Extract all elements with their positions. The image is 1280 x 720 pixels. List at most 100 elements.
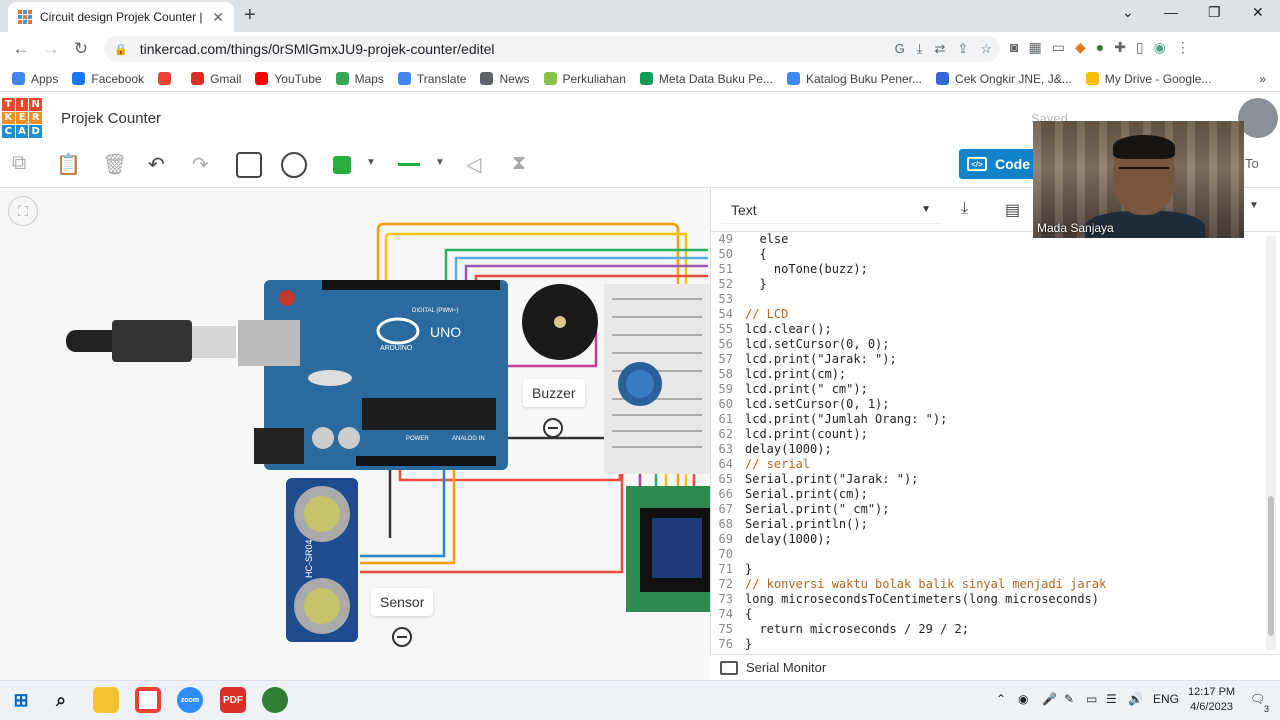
metamask-extension-icon[interactable]: ◆: [1074, 39, 1086, 55]
project-title[interactable]: Projek Counter: [61, 110, 162, 127]
screen-extension-icon[interactable]: ▦: [1028, 39, 1042, 55]
bookmark-item[interactable]: Meta Data Buku Pe...: [639, 72, 773, 86]
download-icon[interactable]: ⤓: [961, 200, 969, 217]
paste-icon[interactable]: 📋: [56, 154, 81, 176]
code-line[interactable]: 49 else: [711, 232, 1280, 247]
code-button[interactable]: </> Code: [959, 149, 1037, 179]
circuit-canvas[interactable]: UNO ARDUINO DIGITAL (PWM~) POWER ANALOG …: [0, 188, 710, 680]
bookmark-item[interactable]: My Drive - Google...: [1085, 72, 1211, 86]
forward-icon[interactable]: →: [42, 39, 60, 58]
google-icon[interactable]: G: [894, 41, 905, 56]
new-tab-icon[interactable]: +: [244, 4, 256, 26]
delete-icon[interactable]: 🗑: [102, 154, 128, 176]
code-line[interactable]: 76}: [711, 637, 1280, 652]
code-line[interactable]: 70: [711, 547, 1280, 562]
view-icon[interactable]: [281, 152, 307, 178]
green-extension-icon[interactable]: ●: [1095, 39, 1105, 55]
zoom-icon[interactable]: zoom: [177, 687, 203, 713]
code-line[interactable]: 51 noTone(buzz);: [711, 262, 1280, 277]
code-line[interactable]: 75 return microseconds / 29 / 2;: [711, 622, 1280, 637]
bookmark-item[interactable]: News: [480, 72, 530, 86]
file-explorer-icon[interactable]: [93, 687, 119, 713]
reload-icon[interactable]: ↻: [73, 39, 89, 58]
sensor-remove-icon[interactable]: [392, 627, 412, 647]
mic-icon[interactable]: 🎤: [1042, 692, 1057, 706]
code-mode-select[interactable]: Text ▼: [721, 196, 941, 224]
bookmark-item[interactable]: Translate: [397, 72, 466, 86]
bookmark-item[interactable]: Perkuliahan: [543, 72, 626, 86]
code-scrollbar[interactable]: [1266, 236, 1276, 650]
chrome-menu-icon[interactable]: ⋮: [1175, 39, 1190, 55]
flip-icon[interactable]: ◁: [466, 154, 482, 176]
bookmark-item[interactable]: Facebook: [72, 72, 144, 86]
chevron-down-icon[interactable]: ▼: [366, 157, 376, 168]
fit-view-icon[interactable]: ⛶: [8, 196, 38, 226]
buzzer-remove-icon[interactable]: [543, 418, 563, 438]
tab-search-icon[interactable]: ⌄: [1122, 4, 1134, 20]
url-bar[interactable]: 🔒 tinkercad.com/things/0rSMlGmxJU9-proje…: [104, 36, 1000, 62]
cast-extension-icon[interactable]: ▭: [1051, 39, 1065, 55]
undo-icon[interactable]: ↶: [148, 154, 165, 176]
camera-extension-icon[interactable]: ◙: [1010, 39, 1019, 55]
minimize-icon[interactable]: —: [1164, 4, 1178, 20]
code-line[interactable]: 50 {: [711, 247, 1280, 262]
sensor-label[interactable]: Sensor: [371, 588, 434, 616]
install-icon[interactable]: ⤓: [916, 41, 923, 56]
share-to-label[interactable]: To: [1245, 156, 1259, 171]
notifications-icon[interactable]: 🗨: [1250, 692, 1266, 706]
serial-monitor-bar[interactable]: Serial Monitor: [710, 654, 1280, 680]
code-line[interactable]: 52 }: [711, 277, 1280, 292]
wifi-icon[interactable]: ☰: [1106, 692, 1117, 706]
chevron-down-icon[interactable]: ▼: [435, 157, 445, 168]
chevron-up-icon[interactable]: ⌃: [996, 692, 1007, 706]
bookmark-item[interactable]: Katalog Buku Pener...: [786, 72, 922, 86]
redo-icon[interactable]: ↷: [192, 154, 209, 176]
globe-app-icon[interactable]: [262, 687, 288, 713]
wire-type-swatch[interactable]: [398, 163, 420, 166]
code-line[interactable]: 64// serial: [711, 457, 1280, 472]
user-avatar[interactable]: [1238, 98, 1278, 138]
back-icon[interactable]: ←: [12, 39, 30, 58]
bookmark-item[interactable]: [158, 72, 177, 85]
bookmark-item[interactable]: Maps: [335, 72, 384, 86]
close-tab-icon[interactable]: ✕: [212, 8, 224, 25]
buzzer-label[interactable]: Buzzer: [523, 379, 585, 407]
mirror-icon[interactable]: ⧗: [512, 152, 527, 174]
translate-icon[interactable]: ⇄: [934, 41, 946, 56]
chevron-down-icon[interactable]: ▼: [1249, 200, 1259, 211]
code-line[interactable]: 72// konversi waktu bolak balik sinyal m…: [711, 577, 1280, 592]
pen-icon[interactable]: ✎: [1064, 692, 1075, 706]
windows-start-icon[interactable]: ⊞: [13, 689, 29, 710]
chrome-icon[interactable]: [135, 687, 161, 713]
code-line[interactable]: 71}: [711, 562, 1280, 577]
search-icon[interactable]: ⌕: [55, 689, 67, 710]
profile-icon[interactable]: ◉: [1153, 39, 1166, 55]
more-bookmarks-icon[interactable]: »: [1259, 71, 1266, 86]
puzzle-extensions-icon[interactable]: ✚: [1114, 39, 1126, 55]
chrome-tray-icon[interactable]: ◉: [1018, 692, 1029, 706]
share-icon[interactable]: ⇪: [957, 41, 969, 56]
library-icon[interactable]: ▤: [1005, 202, 1021, 219]
bookmark-item[interactable]: YouTube: [255, 72, 322, 86]
bookmark-item[interactable]: Gmail: [191, 72, 241, 86]
bookmark-item[interactable]: Apps: [12, 72, 58, 86]
bookmark-star-icon[interactable]: ☆: [980, 41, 992, 56]
sidepanel-icon[interactable]: ▯: [1135, 39, 1144, 55]
browser-tab[interactable]: Circuit design Projek Counter | Ti ✕: [8, 2, 234, 32]
wire-color-swatch[interactable]: [333, 156, 351, 174]
